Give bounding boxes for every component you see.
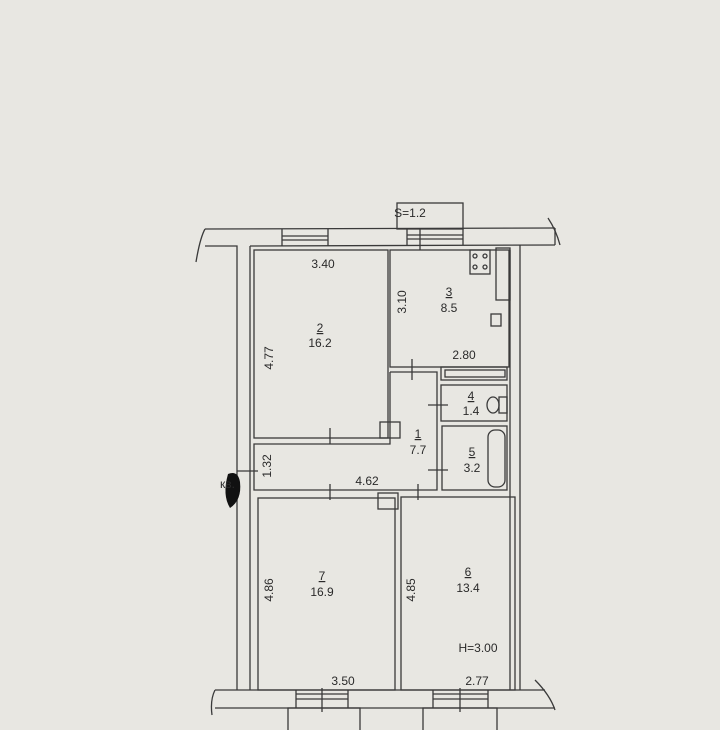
radiator-icon (444, 247, 511, 378)
room-5-number: 5 (469, 445, 476, 459)
room-1-number: 1 (415, 427, 422, 441)
room-6-number: 6 (465, 565, 472, 579)
room-5-area: 3.2 (464, 461, 481, 475)
room-6-area: 13.4 (456, 581, 480, 595)
bathtub-icon (487, 429, 506, 488)
balcony-area: S=1.2 (394, 206, 426, 220)
entrance-label: кв. (220, 477, 235, 491)
dim-corridor-width: 1.32 (260, 454, 274, 478)
sink-icon (490, 313, 502, 327)
dim-room3-length: 3.10 (395, 290, 409, 314)
room-4-number: 4 (468, 389, 475, 403)
toilet-icon (486, 396, 508, 414)
dim-room6-length: 4.85 (404, 578, 418, 602)
outer-walls (195, 217, 561, 716)
kitchen-stove-icon (469, 249, 491, 275)
room-3-number: 3 (446, 285, 453, 299)
room-7-area: 16.9 (310, 585, 334, 599)
dim-corridor-length: 4.62 (355, 474, 379, 488)
room-1-area: 7.7 (410, 443, 427, 457)
dim-room2-length: 4.77 (262, 346, 276, 370)
dim-room6-width: 2.77 (465, 674, 489, 688)
windows (281, 229, 498, 730)
dim-room2-width: 3.40 (311, 257, 335, 271)
entrance-marker (225, 473, 241, 508)
room-3-area: 8.5 (441, 301, 458, 315)
dim-room3-width: 2.80 (452, 348, 476, 362)
ceiling-height: H=3.00 (458, 641, 497, 655)
room-7-number: 7 (319, 569, 326, 583)
room-2-area: 16.2 (308, 336, 332, 350)
dim-room7-length: 4.86 (262, 578, 276, 602)
balcony-top (396, 202, 464, 250)
room-2-number: 2 (317, 321, 324, 335)
dim-room7-width: 3.50 (331, 674, 355, 688)
room-4-area: 1.4 (463, 404, 480, 418)
